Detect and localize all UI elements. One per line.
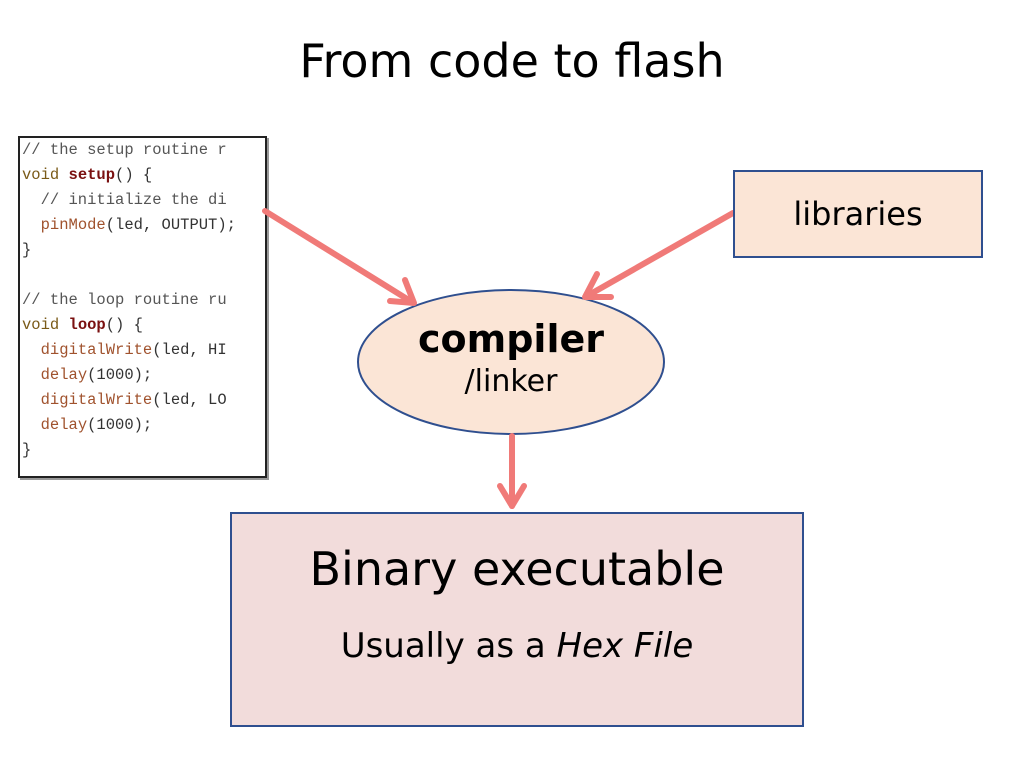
code-token: (led, HI	[152, 341, 227, 359]
arrow-compiler-to-binary	[497, 433, 527, 509]
code-line: pinMode(led, OUTPUT);	[20, 213, 265, 238]
code-line: digitalWrite(led, HI	[20, 338, 265, 363]
code-token: (1000);	[87, 416, 153, 434]
hex-file-label: Hex File	[556, 626, 694, 666]
code-token: // initialize the di	[22, 191, 227, 209]
code-token: pinMode	[40, 216, 106, 234]
code-token: void	[22, 316, 69, 334]
code-token: (led, LO	[152, 391, 227, 409]
binary-subtitle-prefix: Usually as a	[340, 626, 557, 666]
code-line: void loop() {	[20, 313, 265, 338]
code-token: setup	[68, 166, 116, 184]
code-token: // the loop routine ru	[22, 291, 227, 309]
code-line: void setup() {	[20, 163, 265, 188]
compiler-node: compiler /linker	[358, 316, 664, 402]
arrow-code-to-compiler	[262, 208, 417, 306]
code-line: // the loop routine ru	[20, 288, 265, 313]
code-line: delay(1000);	[20, 363, 265, 388]
slide-title: From code to flash	[299, 34, 725, 88]
code-token: void	[22, 166, 69, 184]
code-token: loop	[68, 316, 106, 334]
code-token: digitalWrite	[40, 391, 153, 409]
code-token: // the setup routine r	[22, 141, 227, 159]
code-token: () {	[115, 166, 153, 184]
binary-executable-box: Binary executable Usually as a Hex File	[230, 512, 804, 727]
code-line: }	[20, 438, 265, 463]
code-line: // the setup routine r	[20, 138, 265, 163]
code-line: delay(1000);	[20, 413, 265, 438]
code-token: }	[22, 241, 32, 259]
code-token: }	[22, 441, 32, 459]
code-token: (1000);	[87, 366, 153, 384]
compiler-label: compiler	[418, 317, 604, 361]
code-token: delay	[40, 416, 88, 434]
code-line: // initialize the di	[20, 188, 265, 213]
code-token: (led, OUTPUT);	[105, 216, 236, 234]
code-token: digitalWrite	[40, 341, 153, 359]
code-line: }	[20, 238, 265, 263]
linker-label: /linker	[464, 364, 558, 399]
arrow-libraries-to-compiler	[582, 210, 736, 300]
code-line: digitalWrite(led, LO	[20, 388, 265, 413]
libraries-box: libraries	[733, 170, 983, 258]
binary-title: Binary executable	[309, 542, 725, 596]
code-token: () {	[105, 316, 143, 334]
libraries-label: libraries	[793, 195, 923, 233]
code-token: delay	[40, 366, 88, 384]
binary-subtitle: Usually as a Hex File	[232, 626, 802, 666]
